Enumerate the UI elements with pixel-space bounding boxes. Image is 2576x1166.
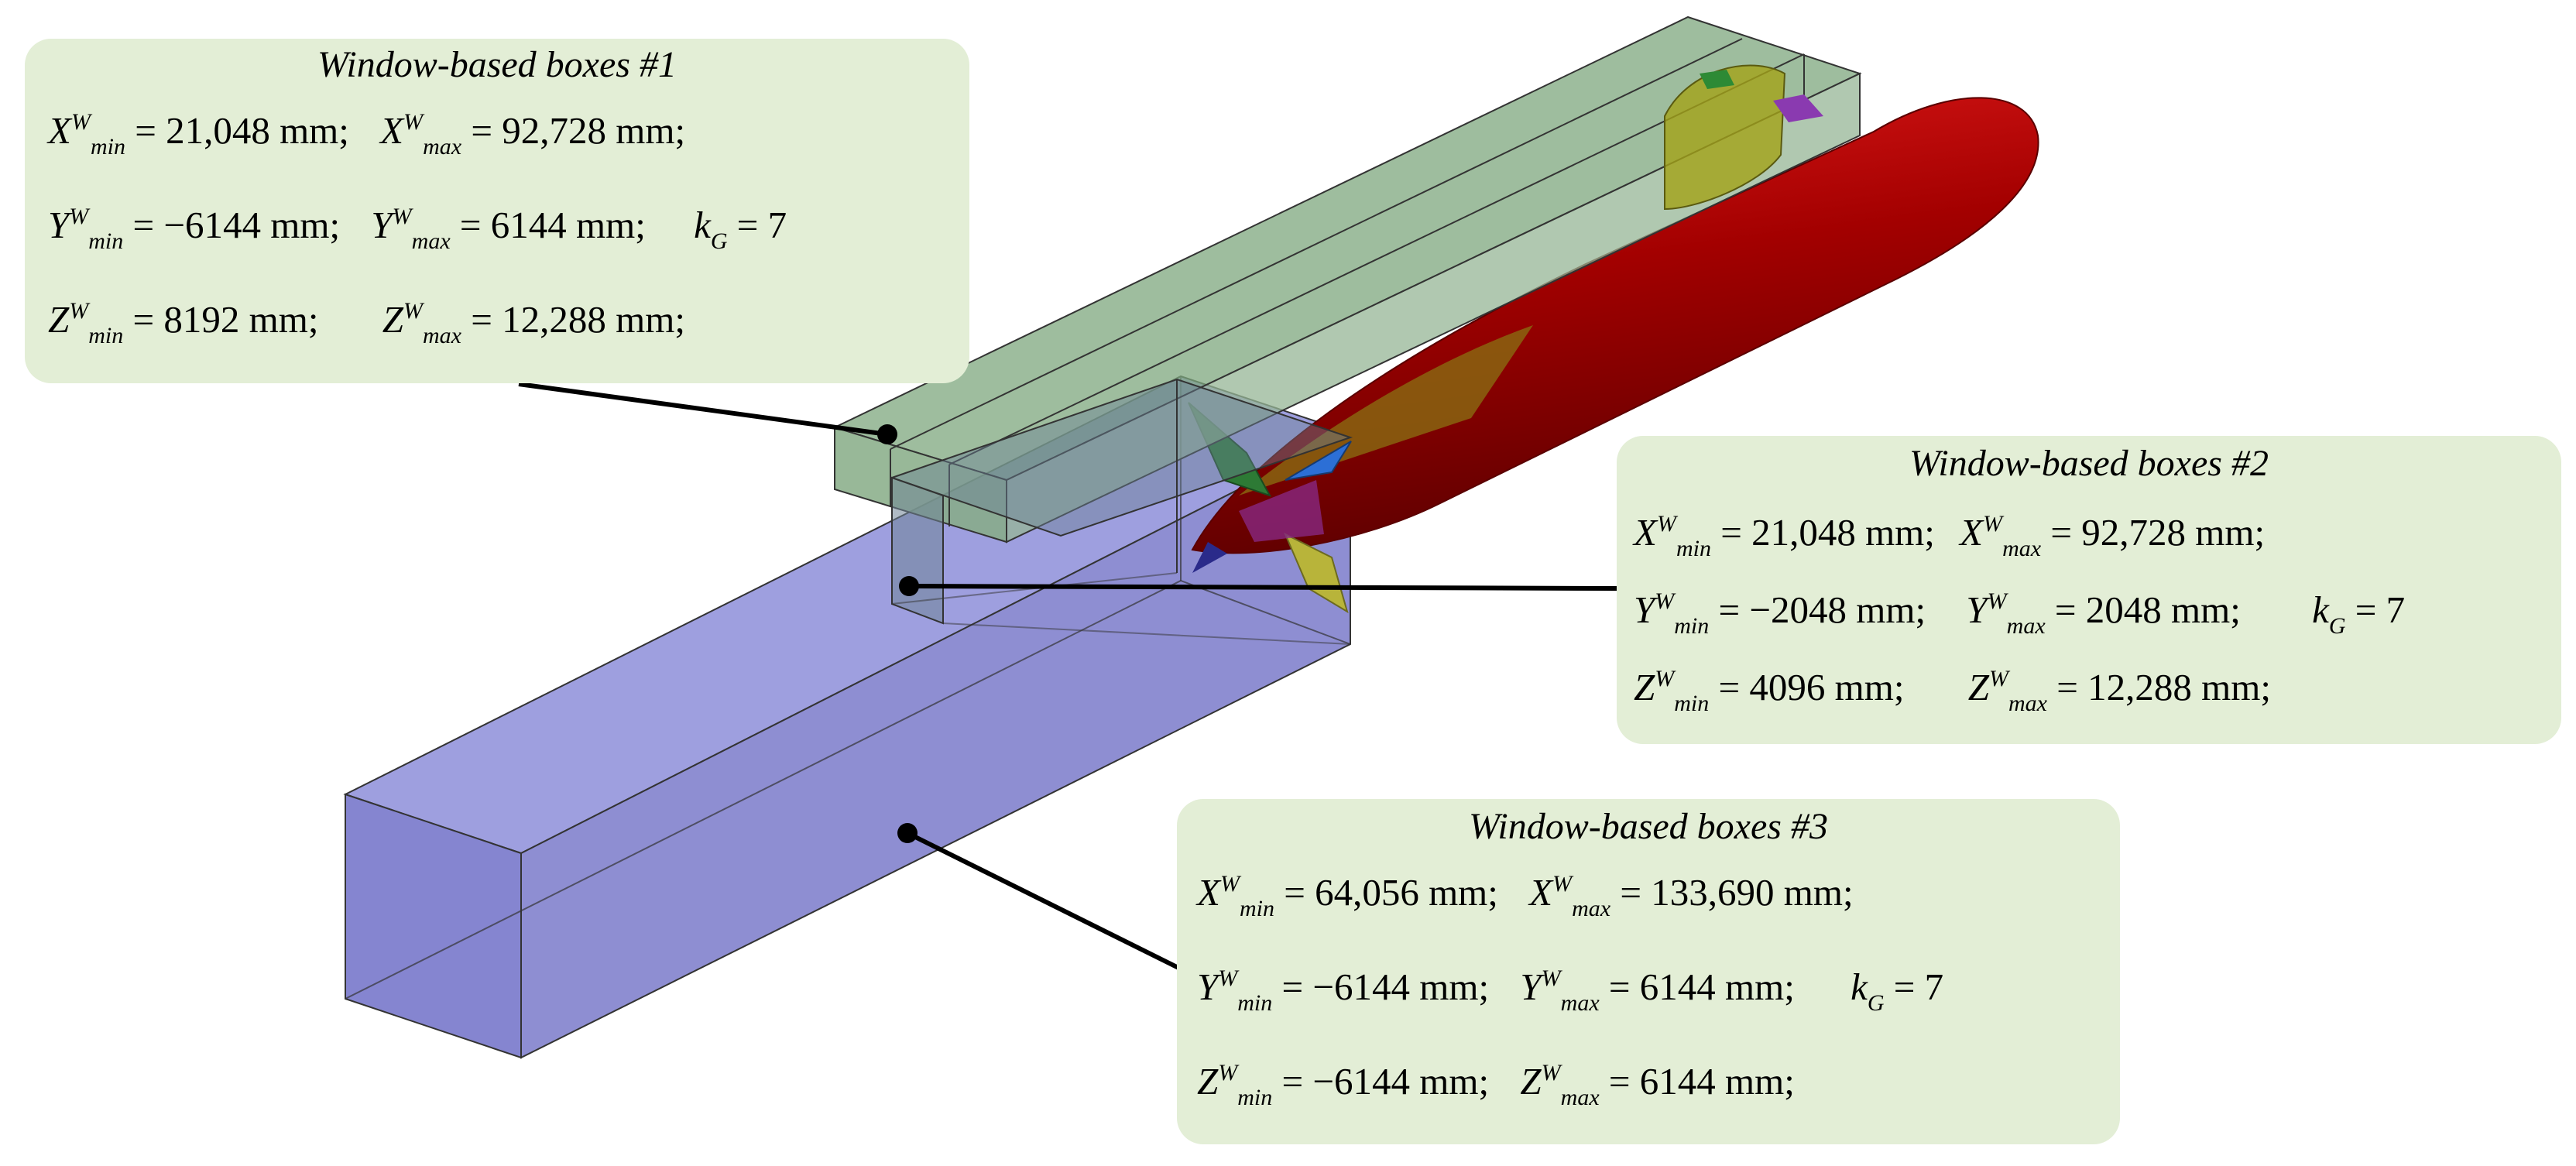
kg-value: = 7: [1893, 965, 1944, 1008]
zmin-value: = −6144 mm;: [1281, 1060, 1490, 1103]
zmax-value: = 12,288 mm;: [2056, 666, 2271, 708]
leader-dot-2: [899, 576, 919, 596]
leader-lines: [518, 382, 1617, 970]
aircraft-fuselage: [1191, 97, 2039, 554]
ymin-value: = −6144 mm;: [1281, 965, 1490, 1008]
y-range-equation: YWmin = −6144 mm; YWmax = 6144 mm; kG = …: [48, 204, 787, 254]
xmax-value: = 133,690 mm;: [1620, 871, 1854, 914]
z-range-equation: ZWmin = 8192 mm; ZWmax = 12,288 mm;: [48, 298, 685, 348]
ymin-value: = −2048 mm;: [1718, 588, 1926, 631]
x-range-equation: XWmin = 64,056 mm; XWmax = 133,690 mm;: [1197, 871, 1854, 921]
xmin-value: = 21,048 mm;: [135, 109, 349, 152]
xmin-value: = 21,048 mm;: [1720, 511, 1935, 554]
x-range-equation: XWmin = 21,048 mm; XWmax = 92,728 mm;: [48, 109, 686, 159]
ymax-value: = 6144 mm;: [1608, 965, 1795, 1008]
y-range-equation: YWmin = −2048 mm; YWmax = 2048 mm; kG = …: [1634, 588, 2406, 639]
z-range-equation: ZWmin = −6144 mm; ZWmax = 6144 mm;: [1197, 1060, 1795, 1110]
zmin-value: = 8192 mm;: [132, 298, 319, 341]
kg-value: = 7: [736, 204, 787, 246]
leader-line-1: [518, 382, 888, 437]
info-panel-box-1: Window-based boxes #1 XWmin = 21,048 mm;…: [25, 39, 969, 383]
ymax-value: = 2048 mm;: [2054, 588, 2241, 631]
panel-title: Window-based boxes #1: [317, 44, 677, 85]
zmax-value: = 12,288 mm;: [471, 298, 685, 341]
panel-title: Window-based boxes #3: [1469, 806, 1828, 847]
ymax-value: = 6144 mm;: [459, 204, 646, 246]
zmin-value: = 4096 mm;: [1718, 666, 1905, 708]
leader-dot-1: [877, 424, 897, 444]
x-range-equation: XWmin = 21,048 mm; XWmax = 92,728 mm;: [1634, 511, 2266, 561]
kg-value: = 7: [2355, 588, 2406, 631]
leader-line-2: [908, 584, 1617, 591]
window-box-1: [832, 15, 1862, 544]
aircraft-engine: [1664, 64, 1823, 211]
leader-dot-3: [897, 823, 918, 843]
ymin-value: = −6144 mm;: [132, 204, 341, 246]
y-range-equation: YWmin = −6144 mm; YWmax = 6144 mm; kG = …: [1197, 965, 1944, 1016]
panel-title: Window-based boxes #2: [1909, 443, 2269, 484]
zmax-value: = 6144 mm;: [1608, 1060, 1795, 1103]
leader-line-3: [906, 831, 1180, 970]
z-range-equation: ZWmin = 4096 mm; ZWmax = 12,288 mm;: [1634, 666, 2271, 716]
info-panel-box-2: Window-based boxes #2 XWmin = 21,048 mm;…: [1617, 436, 2561, 744]
xmax-value: = 92,728 mm;: [2050, 511, 2266, 554]
info-panel-box-3: Window-based boxes #3 XWmin = 64,056 mm;…: [1177, 799, 2120, 1144]
xmax-value: = 92,728 mm;: [471, 109, 686, 152]
xmin-value: = 64,056 mm;: [1284, 871, 1498, 914]
